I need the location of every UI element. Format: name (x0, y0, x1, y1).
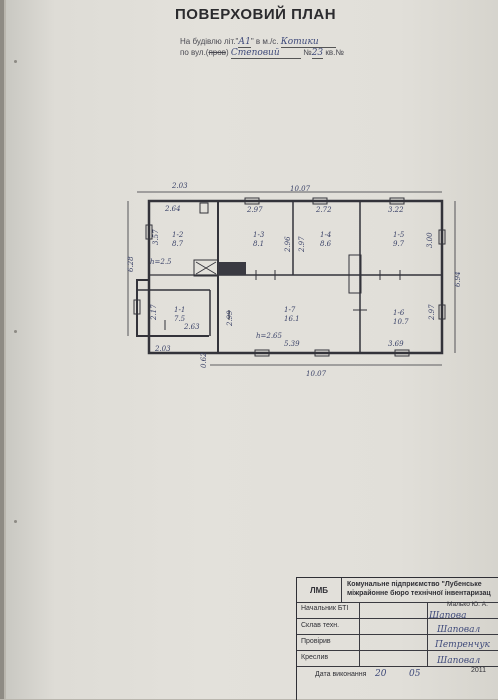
house-label: № (303, 48, 312, 57)
dim-r11-side: 2.17 (150, 304, 158, 321)
head-name: Малько Ю. А. (447, 601, 488, 608)
dim-overall-bottom: 10.07 (306, 370, 327, 378)
outer-wall (147, 199, 444, 355)
drawn-label: Креслив (301, 654, 329, 661)
stove (348, 254, 362, 294)
date-day: 20 (375, 669, 387, 679)
dim-small: 0.62 (200, 352, 208, 368)
room-1-3-id: 1-3 (253, 231, 265, 239)
org-line-1: Комунальне підприємство "Лубенське (347, 581, 482, 588)
room-1-2-area: 8.7 (172, 240, 184, 248)
head-label: Начальник БТІ (301, 605, 349, 612)
dim-left-top: 2.03 (171, 182, 188, 190)
room-1-6-area: 10.7 (393, 318, 409, 326)
checked-signature: Петренчук (435, 640, 490, 650)
dim-r16-side: 2.97 (428, 304, 436, 321)
dim-r15-side: 3.00 (426, 232, 434, 248)
dim-r15-top: 3.22 (388, 206, 404, 214)
window (312, 197, 328, 205)
org-line-2: міжрайонне бюро технічної інвентаризац (347, 590, 491, 597)
stamp-code: ЛМБ (297, 578, 342, 602)
room-1-5-id: 1-5 (393, 231, 405, 239)
window (254, 349, 270, 357)
room-1-1-id: 1-1 (174, 306, 185, 314)
window (394, 349, 410, 357)
building-line: На будівлю літ."А1" в м./с. Котики (180, 37, 336, 48)
room-1-1-area: 7.5 (174, 315, 186, 323)
dim-r11-bottom: 2.63 (183, 323, 200, 331)
page-title: ПОВЕРХОВИЙ ПЛАН (175, 6, 337, 23)
building-prefix: На будівлю літ." (180, 37, 239, 46)
room-1-4-area: 8.6 (320, 240, 332, 248)
stamp-organization: Комунальне підприємство "Лубенське міжра… (347, 580, 491, 598)
room-1-6-id: 1-6 (393, 309, 405, 317)
document-page (6, 0, 498, 699)
dim-r17-side: 2.99 (226, 310, 234, 327)
dim-r12-top: 2.64 (164, 205, 181, 213)
dim-r17-bottom: 5.39 (284, 340, 300, 348)
dim-r16-bottom: 3.69 (388, 340, 404, 348)
height-label: h=2.5 (150, 258, 172, 266)
dim-left-height: 6.28 (127, 256, 135, 272)
building-mid: " в м./с. (250, 37, 279, 46)
tech-label: Склав техн. (301, 622, 340, 629)
street-name: Степовий (230, 48, 301, 59)
dim-right-height: 6.94 (454, 271, 462, 287)
dim-overall-top: 10.07 (290, 185, 311, 193)
tech-signature: Шаповал (437, 625, 481, 635)
stamp-row-checked: Провірив Петренчук (297, 634, 498, 650)
room-1-5-area: 9.7 (393, 240, 405, 248)
window (314, 349, 330, 357)
checked-label: Провірив (301, 638, 331, 645)
height-label-2: h=2.65 (256, 332, 283, 340)
annex-wall (136, 279, 209, 337)
room-1-7-id: 1-7 (284, 306, 296, 314)
house-number: 23 (311, 48, 324, 59)
dim-r13-top: 2.97 (246, 206, 263, 214)
stamp-row-drawn: Креслив Шаповал (297, 650, 498, 666)
street-prefix-struck: пров (208, 48, 226, 57)
window (438, 229, 446, 245)
street-close: ) (225, 48, 229, 57)
stamp-row-tech: Склав техн. Шаповал (297, 618, 498, 635)
building-letter: А1 (238, 37, 251, 48)
date-month: 05 (409, 669, 421, 679)
street-line: по вул.(пров) Степовий №23 кв.№ (180, 48, 344, 59)
room-1-7-area: 16.1 (284, 315, 300, 323)
title-block: ЛМБ Комунальне підприємство "Лубенське м… (296, 577, 498, 700)
dim-r13-side: 2.96 (284, 236, 292, 253)
street-prefix: по вул.( (180, 48, 209, 57)
stamp-row-head: Начальник БТІ Шапова Малько Ю. А. (297, 601, 498, 621)
window (133, 299, 141, 315)
drawn-signature: Шаповал (437, 656, 481, 666)
date-label: Дата виконання (315, 671, 367, 678)
dim-left-bottom: 2.03 (154, 345, 171, 353)
date-year: 2011 (471, 667, 487, 674)
window (438, 304, 446, 320)
town-name: Котики (280, 37, 336, 48)
dim-r14-top: 2.72 (315, 206, 332, 214)
window (389, 197, 405, 205)
head-signature: Шапова (429, 611, 467, 621)
window (145, 224, 153, 240)
dim-r12-side: 3.57 (152, 229, 160, 245)
window (244, 197, 260, 205)
room-1-3-area: 8.1 (253, 240, 264, 248)
stamp-row-date: Дата виконання 20 05 2011 (297, 666, 498, 679)
dim-r14-side: 2.97 (298, 236, 306, 253)
room-1-4-id: 1-4 (320, 231, 331, 239)
apartment-label: кв.№ (325, 48, 344, 57)
page-edge (0, 0, 4, 699)
room-1-2-id: 1-2 (172, 231, 184, 239)
